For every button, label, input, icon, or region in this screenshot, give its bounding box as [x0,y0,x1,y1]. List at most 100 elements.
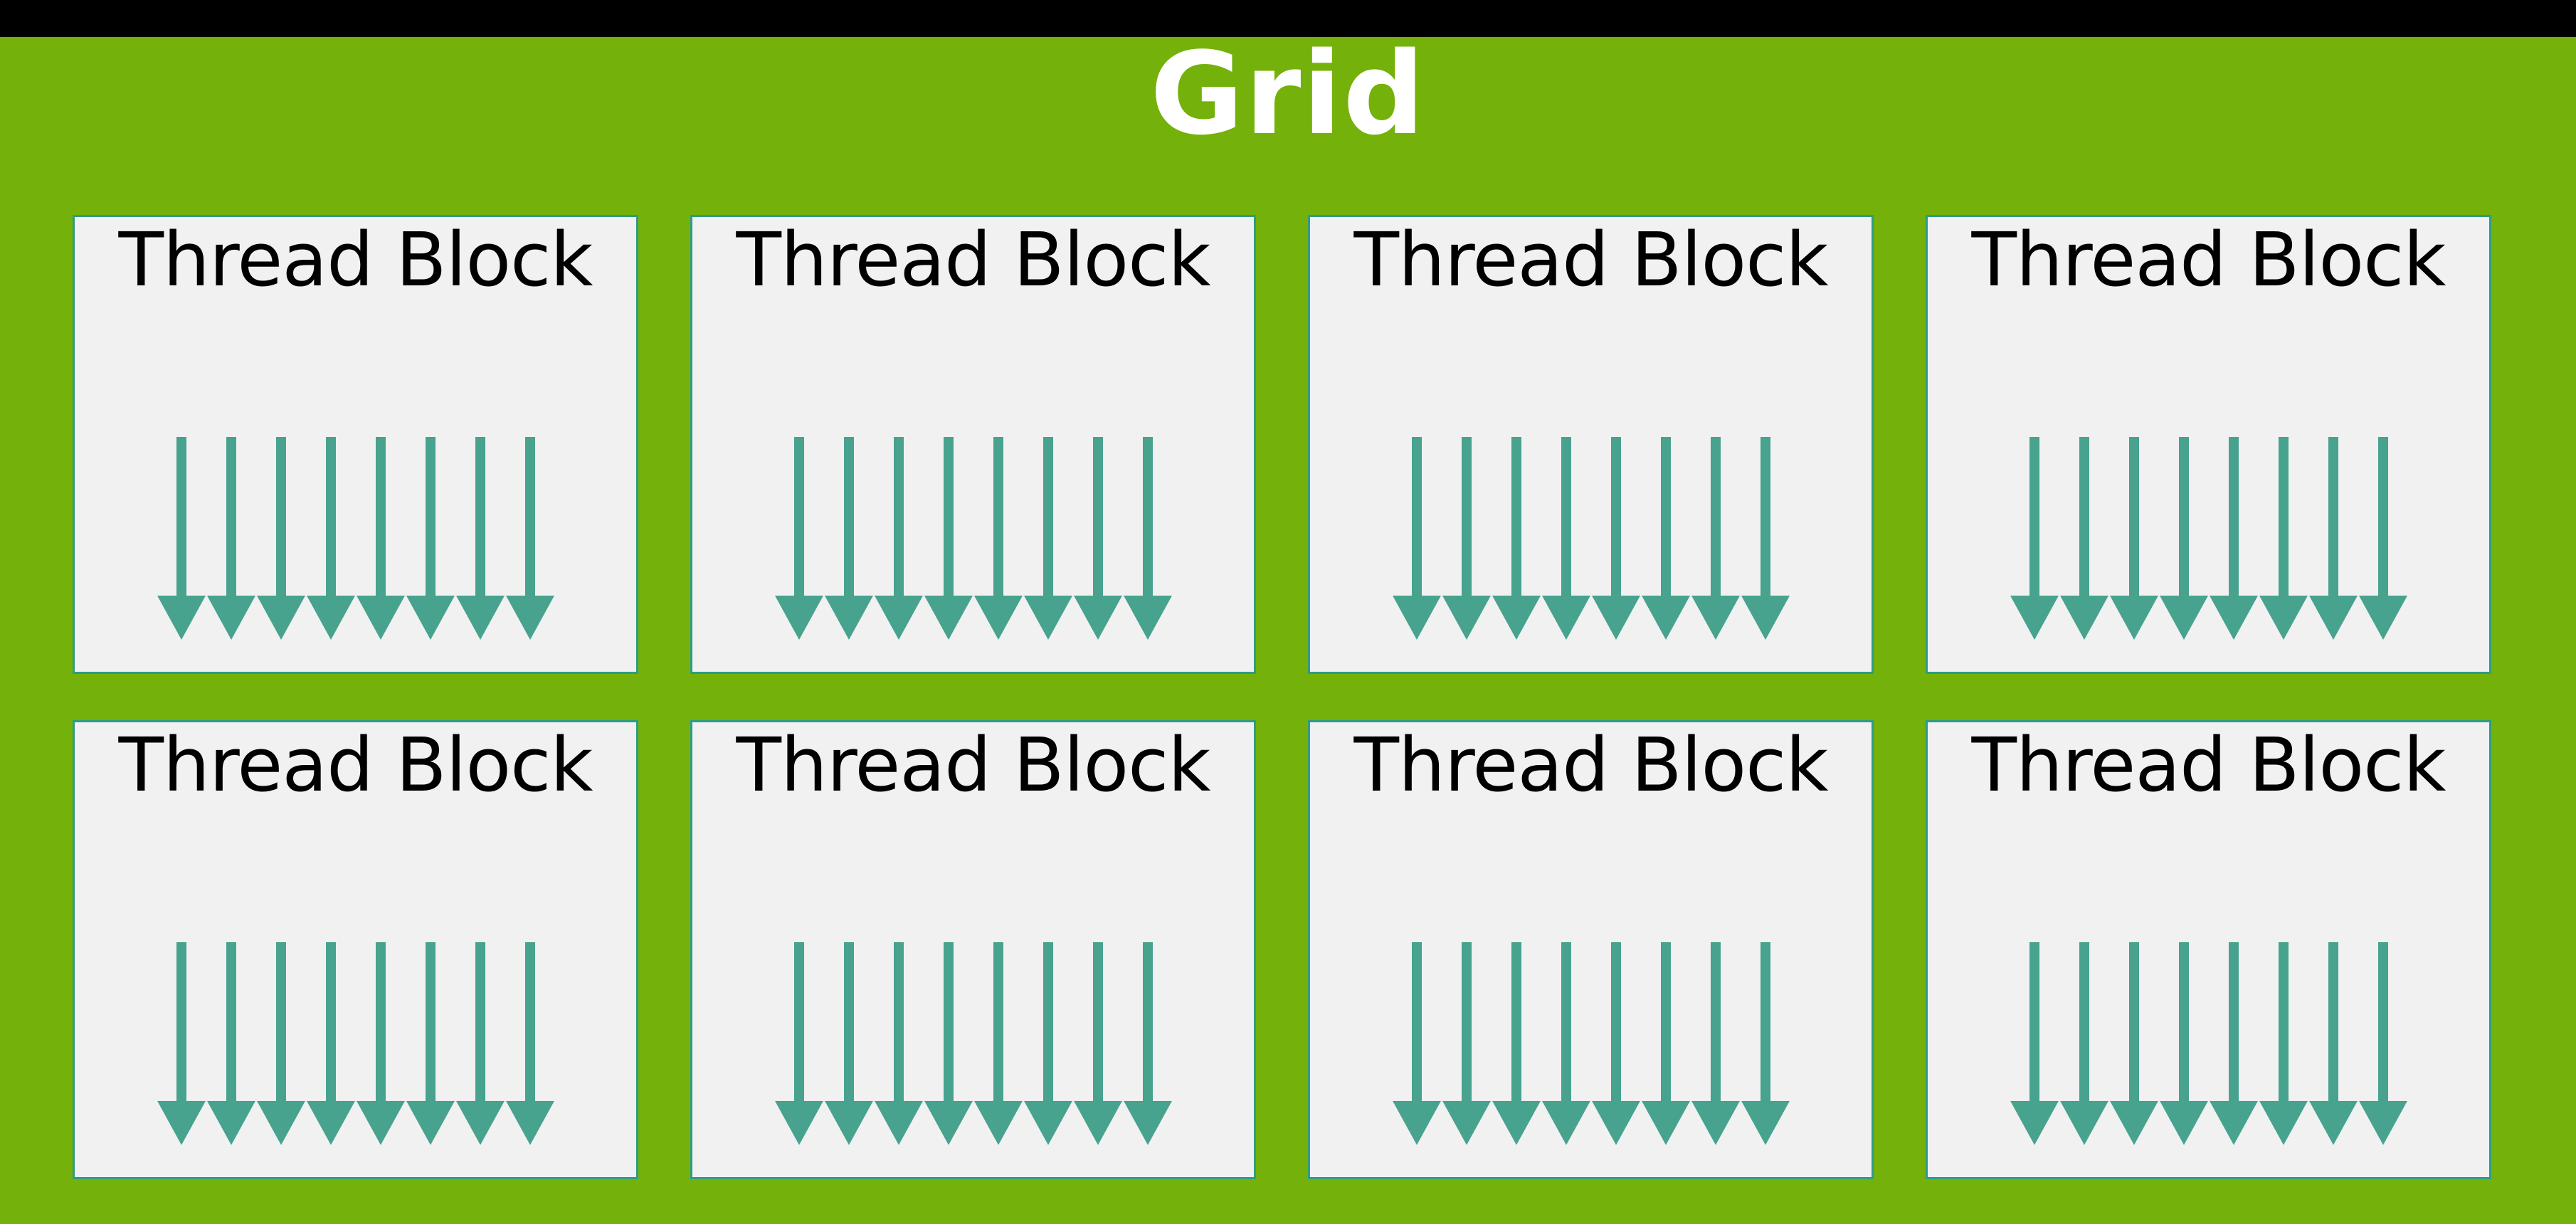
thread-block-label: Thread Block [736,216,1211,303]
thread-arrow-icon [455,437,505,640]
thread-arrow-stem [1610,437,1621,596]
thread-arrow-stem [375,437,386,596]
thread-block: Thread Block [690,215,1256,674]
thread-arrow-icon [406,942,455,1145]
thread-arrow-head [874,1101,923,1145]
thread-arrow-stem [2128,942,2139,1101]
thread-arrow-head [1023,1101,1072,1145]
thread-block: Thread Block [1926,215,2491,674]
thread-arrow-stem [1142,942,1153,1101]
thread-arrow-icon [2358,437,2407,640]
thread-arrow-head [1591,1101,1640,1145]
thread-arrow-stem [325,437,336,596]
thread-block-label: Thread Block [1971,216,2446,303]
thread-arrow-head [924,1101,973,1145]
thread-arrow-icon [924,437,973,640]
thread-arrow-stem [1092,437,1103,596]
thread-arrow-icon [2010,942,2059,1145]
thread-arrow-stem [943,437,954,596]
thread-arrow-stem [2278,942,2289,1101]
thread-arrow-icon [1641,942,1690,1145]
thread-arrow-head [1591,596,1640,640]
thread-arrow-head [1691,1101,1740,1145]
thread-arrow-stem [2079,942,2089,1101]
thread-arrow-head [2358,1101,2407,1145]
thread-arrow-head [157,1101,206,1145]
thread-arrow-icon [1591,942,1640,1145]
thread-block-label: Thread Block [1971,722,2446,808]
thread-arrow-icon [2259,437,2308,640]
thread-arrow-stem [893,942,904,1101]
thread-arrow-stem [2228,437,2239,596]
thread-arrow-stem [325,942,336,1101]
thread-arrow-head [157,596,206,640]
thread-arrow-stem [524,942,535,1101]
thread-arrow-icon [1392,942,1441,1145]
thread-arrow-head [2010,596,2059,640]
thread-arrow-head [356,596,405,640]
thread-arrow-icon [2109,942,2158,1145]
thread-block-label: Thread Block [1353,722,1829,808]
thread-arrow-icon [2358,942,2407,1145]
thread-arrow-stem [793,437,804,596]
thread-arrow-head [2209,596,2258,640]
thread-arrow-icon [1442,942,1491,1145]
thread-arrow-icon [455,942,505,1145]
thread-arrow-head [505,1101,554,1145]
thread-arrow-icon [2059,437,2108,640]
thread-block-label: Thread Block [118,722,593,808]
thread-arrow-head [2259,1101,2308,1145]
thread-arrow-icon [2109,437,2158,640]
thread-arrow-icon [824,437,873,640]
thread-arrow-stem [2228,942,2239,1101]
thread-arrow-stem [1092,942,1103,1101]
thread-arrows [1928,942,2489,1145]
thread-arrow-head [2308,596,2358,640]
thread-arrow-icon [256,437,305,640]
thread-arrow-stem [1760,437,1770,596]
thread-arrow-stem [2029,942,2039,1101]
thread-arrow-stem [993,942,1003,1101]
thread-arrow-head [2010,1101,2059,1145]
thread-arrow-head [874,596,923,640]
thread-arrow-icon [356,437,405,640]
thread-arrow-icon [1392,437,1441,640]
thread-arrow-stem [475,437,485,596]
thread-arrow-icon [1492,942,1541,1145]
thread-arrow-icon [774,942,823,1145]
thread-arrows [1310,942,1872,1145]
thread-arrow-icon [1492,437,1541,640]
thread-block-grid: Thread Block Thread Block [73,215,2491,1179]
thread-arrow-icon [406,437,455,640]
thread-arrow-head [256,596,305,640]
thread-arrow-head [306,596,355,640]
thread-arrow-head [2059,596,2108,640]
thread-arrow-head [2358,596,2407,640]
thread-arrow-head [1073,596,1122,640]
thread-block: Thread Block [1926,720,2491,1179]
thread-arrow-stem [1142,437,1153,596]
thread-arrow-stem [2278,437,2289,596]
thread-block: Thread Block [690,720,1256,1179]
thread-arrow-icon [824,942,873,1145]
thread-arrow-stem [843,942,854,1101]
thread-arrow-icon [1591,437,1640,640]
thread-arrows [692,437,1254,640]
thread-arrow-head [1492,596,1541,640]
thread-arrow-icon [874,437,923,640]
thread-arrow-stem [226,437,236,596]
thread-arrow-icon [1541,437,1590,640]
grid-panel: Grid Thread Block Thread Block [0,37,2576,1224]
thread-arrow-stem [2377,437,2388,596]
thread-arrow-icon [1691,437,1740,640]
thread-arrow-stem [524,437,535,596]
thread-arrow-icon [2209,437,2258,640]
thread-arrow-stem [425,437,436,596]
thread-arrow-head [1541,596,1590,640]
thread-arrows [692,942,1254,1145]
thread-arrow-head [1073,1101,1122,1145]
thread-arrow-stem [1561,942,1571,1101]
thread-arrow-icon [973,942,1023,1145]
thread-arrow-icon [1691,942,1740,1145]
thread-block-label: Thread Block [118,216,593,303]
